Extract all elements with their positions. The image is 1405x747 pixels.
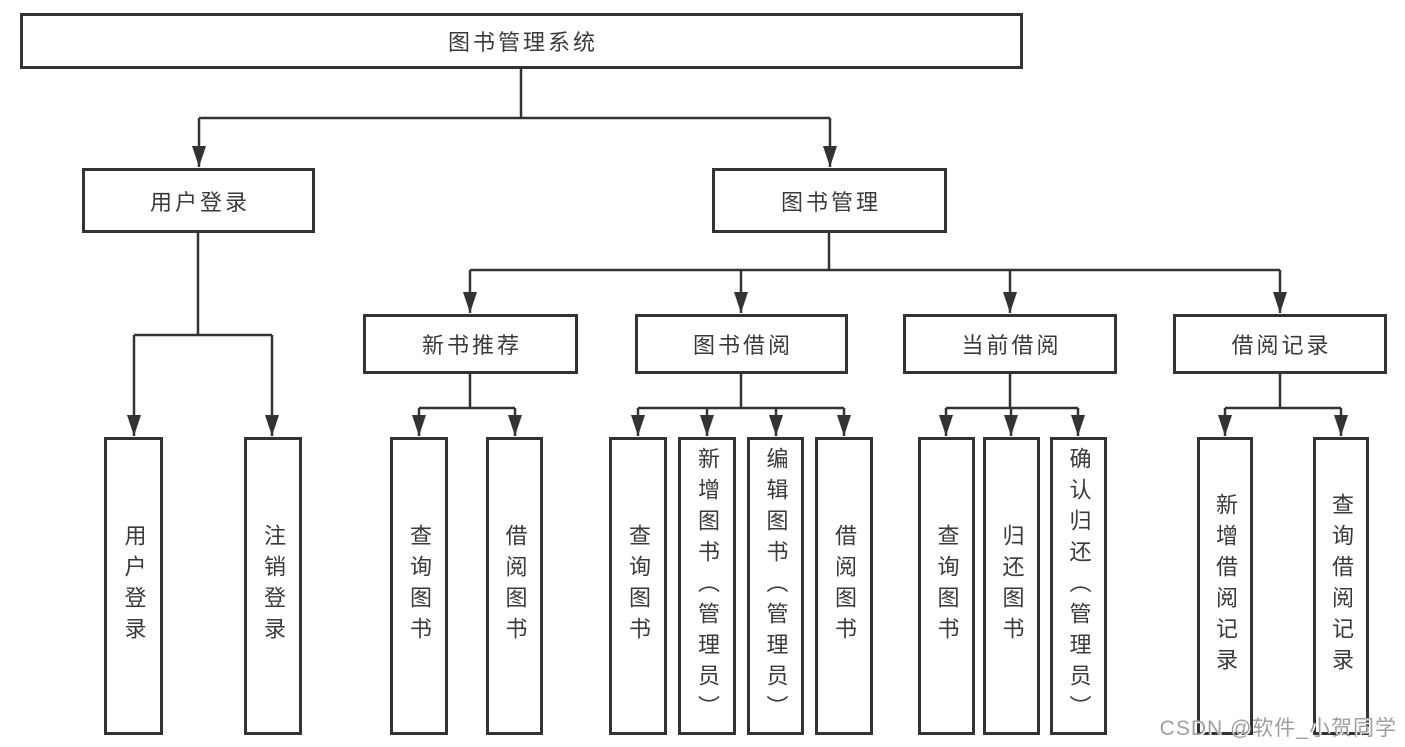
leaf-node-return-book: 归还图书 — [983, 437, 1040, 735]
leaf-label: 查询图书 — [626, 524, 651, 648]
leaf-node-confirm-return-admin: 确认归还（管理员） — [1050, 437, 1107, 735]
leaf-label: 注销登录 — [261, 524, 286, 648]
leaf-label: 编辑图书（管理员） — [763, 446, 789, 726]
node-current-borrowing: 当前借阅 — [903, 314, 1117, 374]
leaf-label: 查询图书 — [407, 524, 432, 648]
leaf-node-query-book-2: 查询图书 — [609, 437, 667, 735]
leaf-node-logout: 注销登录 — [244, 437, 302, 735]
leaf-label: 借阅图书 — [502, 524, 528, 648]
leaf-node-borrow-book-2: 借阅图书 — [815, 437, 873, 735]
csdn-watermark: CSDN @软件_小贺同学 — [1159, 717, 1397, 740]
leaf-label: 新增图书（管理员） — [695, 446, 720, 726]
leaf-node-add-book-admin: 新增图书（管理员） — [678, 437, 736, 735]
node-user-login: 用户登录 — [82, 168, 315, 233]
node-new-book-recommend: 新书推荐 — [363, 314, 578, 374]
node-book-management: 图书管理 — [712, 168, 947, 233]
leaf-label: 归还图书 — [999, 524, 1025, 648]
leaf-node-add-borrow-record: 新增借阅记录 — [1197, 437, 1253, 735]
leaf-label: 确认归还（管理员） — [1066, 446, 1092, 726]
root-node-system: 图书管理系统 — [20, 13, 1023, 69]
leaf-node-borrow-book-1: 借阅图书 — [486, 437, 543, 735]
leaf-label: 新增借阅记录 — [1213, 493, 1238, 679]
leaf-node-query-borrow-record: 查询借阅记录 — [1313, 437, 1369, 735]
leaf-label: 用户登录 — [121, 524, 147, 648]
leaf-node-query-book-1: 查询图书 — [390, 437, 448, 735]
leaf-node-user-login: 用户登录 — [104, 437, 163, 735]
leaf-node-edit-book-admin: 编辑图书（管理员） — [747, 437, 804, 735]
node-borrowing-records: 借阅记录 — [1173, 314, 1387, 374]
leaf-node-query-book-3: 查询图书 — [918, 437, 975, 735]
node-book-borrowing: 图书借阅 — [635, 314, 848, 374]
leaf-label: 查询图书 — [934, 524, 960, 648]
leaf-label: 借阅图书 — [832, 524, 857, 648]
leaf-label: 查询借阅记录 — [1329, 493, 1354, 679]
